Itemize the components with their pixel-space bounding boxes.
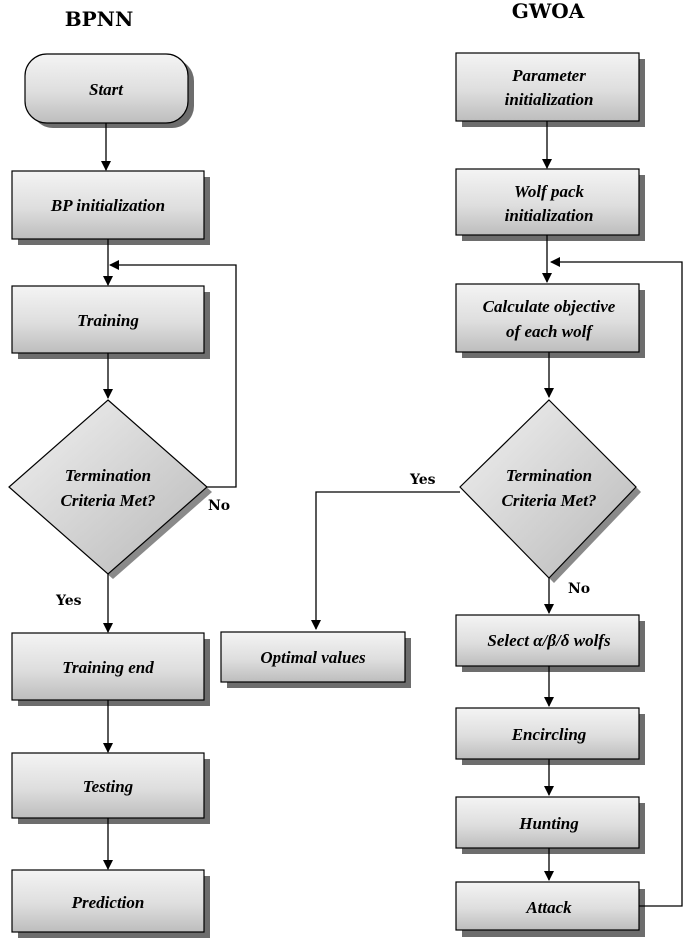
start-node: Start <box>24 53 194 128</box>
parameter-line2: initialization <box>505 90 594 109</box>
wolf-pack-initialization-node: Wolf pack initialization <box>455 168 645 241</box>
hunting-node: Hunting <box>455 796 645 854</box>
encircling-node: Encircling <box>455 707 645 765</box>
select-wolfs-label: Select α/β/δ wolfs <box>487 631 611 650</box>
gwoa-termination-decision: Termination Criteria Met? <box>459 399 641 583</box>
gwoa-yes-label: Yes <box>409 472 436 488</box>
wolf-line1: Wolf pack <box>514 182 585 201</box>
bpnn-no-loop-edge <box>109 260 237 488</box>
training-end-node: Training end <box>11 632 210 706</box>
gwoa-decision-line2: Criteria Met? <box>502 491 597 510</box>
start-label: Start <box>89 80 124 99</box>
attack-node: Attack <box>455 881 645 937</box>
optimal-values-node: Optimal values <box>220 631 411 688</box>
calculate-objective-node: Calculate objective of each wolf <box>455 283 645 358</box>
training-label: Training <box>77 311 139 330</box>
testing-label: Testing <box>83 777 134 796</box>
gwoa-decision-line1: Termination <box>506 466 592 485</box>
training-node: Training <box>11 285 210 359</box>
bpnn-termination-decision: Termination Criteria Met? <box>8 399 212 579</box>
gwoa-yes-edge <box>311 491 460 630</box>
bp-initialization-label: BP initialization <box>50 196 165 215</box>
prediction-node: Prediction <box>11 869 210 938</box>
optimal-values-label: Optimal values <box>260 648 366 667</box>
parameter-line1: Parameter <box>511 66 586 85</box>
calc-line1: Calculate objective <box>483 297 616 316</box>
training-end-label: Training end <box>62 658 154 677</box>
bpnn-yes-label: Yes <box>55 593 82 609</box>
select-wolfs-node: Select α/β/δ wolfs <box>455 614 645 672</box>
wolf-line2: initialization <box>505 206 594 225</box>
bpnn-decision-line1: Termination <box>65 466 151 485</box>
gwoa-loop-edge <box>550 257 683 907</box>
testing-node: Testing <box>11 752 210 824</box>
bpnn-no-label: No <box>208 498 230 514</box>
parameter-initialization-node: Parameter initialization <box>455 52 645 127</box>
bpnn-decision-line2: Criteria Met? <box>61 491 156 510</box>
gwoa-no-label: No <box>568 581 590 597</box>
prediction-label: Prediction <box>71 893 145 912</box>
attack-label: Attack <box>525 898 572 917</box>
calc-line2: of each wolf <box>506 322 594 341</box>
bp-initialization-node: BP initialization <box>11 170 210 245</box>
gwoa-title: GWOA <box>512 0 585 23</box>
bpnn-title: BPNN <box>65 7 134 31</box>
encircling-label: Encircling <box>511 725 587 744</box>
hunting-label: Hunting <box>518 814 579 833</box>
